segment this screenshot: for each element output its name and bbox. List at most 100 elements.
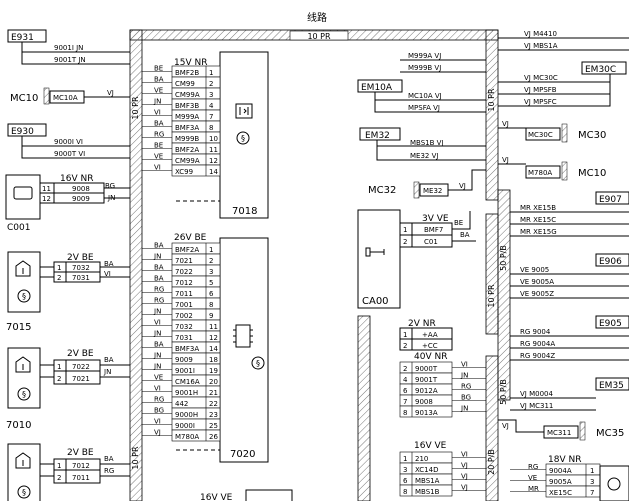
pin-wire-colour: RG (154, 131, 164, 139)
pin-wire-code: 9000T (415, 365, 438, 373)
pin-number: 23 (209, 411, 218, 419)
em30c-top-2: VJ MBS1A (524, 42, 558, 50)
pin-wire-code: 9004A (549, 467, 572, 475)
c7010-pin-1: 1 (57, 363, 61, 371)
pin-wire-colour: BG (461, 394, 471, 402)
em30c-box (581, 61, 627, 75)
mc10-conn: MC10A (53, 94, 78, 102)
c7010-pin-1-col: JN (103, 368, 111, 376)
pin-number: 25 (209, 422, 218, 430)
conn-16v-ve: 16V VE (414, 441, 447, 451)
relay-icon-glyph (239, 107, 249, 115)
c001-box (5, 174, 41, 220)
mc32-hatch (413, 181, 420, 199)
ecu-7018-box (219, 51, 269, 219)
pin-number: 3 (209, 268, 213, 276)
e931-wires (21, 42, 130, 65)
ca00-conn: 3V VE (422, 214, 449, 224)
pin-wire-colour: JN (153, 253, 161, 261)
pin-wire-code: BMF2A (175, 146, 199, 154)
pin-number: 6 (403, 477, 408, 485)
m999-lines (400, 59, 486, 73)
e905-code: E905 (599, 319, 622, 329)
pin-wire-code: 7021 (175, 257, 193, 265)
pin-wire-colour: RG (461, 383, 471, 391)
mc10-wire-col: VJ (107, 89, 114, 97)
pin-wire-colour: VI (154, 418, 161, 426)
c7005-col: BA (104, 455, 114, 463)
c7015-pin-2-wire: 7031 (72, 274, 90, 282)
pin-number: 4 (209, 102, 214, 110)
em10a-box (357, 79, 403, 93)
pin-wire-colour: VJ (461, 462, 468, 470)
em35-box (595, 377, 629, 391)
pin-number: 19 (209, 367, 218, 375)
m999a-wire: M999A VJ (408, 52, 441, 60)
ecu-7020-id: 7020 (230, 449, 255, 460)
pin-number: 22 (209, 400, 218, 408)
pin-wire-colour: BA (154, 120, 164, 128)
pin-wire-colour: VE (154, 374, 163, 382)
c7010-sensor-icon (15, 356, 31, 373)
ca00-pin-1-col: BE (454, 219, 463, 227)
pin-wire-colour: JN (153, 363, 161, 371)
c7010-pin-2-wire: 7021 (72, 375, 90, 383)
c7010-module-icon (17, 387, 31, 401)
pin-wire-code: XC14D (415, 466, 438, 474)
e906-wire-3: VE 9005Z (520, 290, 554, 298)
pin-number: 11 (209, 323, 218, 331)
pin-wire-code: 7022 (175, 268, 193, 276)
pin-wire-code: CM99A (175, 91, 200, 99)
pin-wire-colour: VJ (154, 429, 161, 437)
pin-number: 18 (209, 356, 218, 364)
pin-number: 2 (403, 365, 407, 373)
c7005-wires (40, 463, 130, 477)
c001-pin-1: 11 (42, 185, 51, 193)
mc30-hatch (561, 123, 568, 143)
mc35-conn-box (543, 425, 579, 439)
em10a-wire-1: MC10A VJ (408, 92, 442, 100)
bus-right-low-label: 20 P/B (487, 449, 496, 475)
e905-wire-2: RG 9004A (520, 340, 555, 348)
bottom-conn-label: 16V VE (200, 493, 233, 501)
pin-wire-code: XC99 (175, 168, 193, 176)
conn-2v-nr: 2V NR (408, 319, 436, 329)
mc30-wire-col: VJ (502, 120, 509, 128)
mc32-wire (448, 169, 486, 191)
em35-wire-2: VJ MC311 (520, 402, 553, 410)
e931-box (7, 29, 47, 43)
pin-wire-code: M999A (175, 113, 199, 121)
pin-wire-colour: VE (154, 153, 163, 161)
pin-number: 8 (209, 301, 213, 309)
pin-number: 26 (209, 433, 218, 441)
c001-pin-2: 12 (42, 195, 51, 203)
pin-wire-code: 9009 (175, 356, 193, 364)
c001-code: C001 (7, 223, 30, 233)
c7005-pin-2-wire: 7011 (72, 474, 90, 482)
mc32-conn: ME32 (423, 187, 442, 195)
em35-wires (510, 397, 596, 411)
pin-number: 11 (209, 146, 218, 154)
em30c-wire-3: VJ MPSFC (524, 98, 557, 106)
ca00-box (357, 209, 401, 309)
c001-pin-2-wire: 9009 (72, 195, 90, 203)
e930-box (7, 123, 47, 137)
em32-wires (376, 140, 486, 161)
c7015-module-icon (17, 289, 31, 303)
pin-number: 5 (209, 279, 213, 287)
c7005-pin-2: 2 (57, 474, 61, 482)
em30c-code: EM30C (585, 65, 616, 75)
pin-number: 7 (403, 398, 407, 406)
lower-block-left-band (357, 315, 371, 501)
c7005-conn: 2V BE (67, 448, 94, 458)
bus-left-label-2: 10 PR (131, 446, 140, 470)
ecu-7020-module-glyph: § (256, 359, 260, 368)
e906-wire-1: VE 9005 (520, 266, 549, 274)
c001-wires (104, 187, 130, 199)
e906-box (595, 253, 629, 267)
